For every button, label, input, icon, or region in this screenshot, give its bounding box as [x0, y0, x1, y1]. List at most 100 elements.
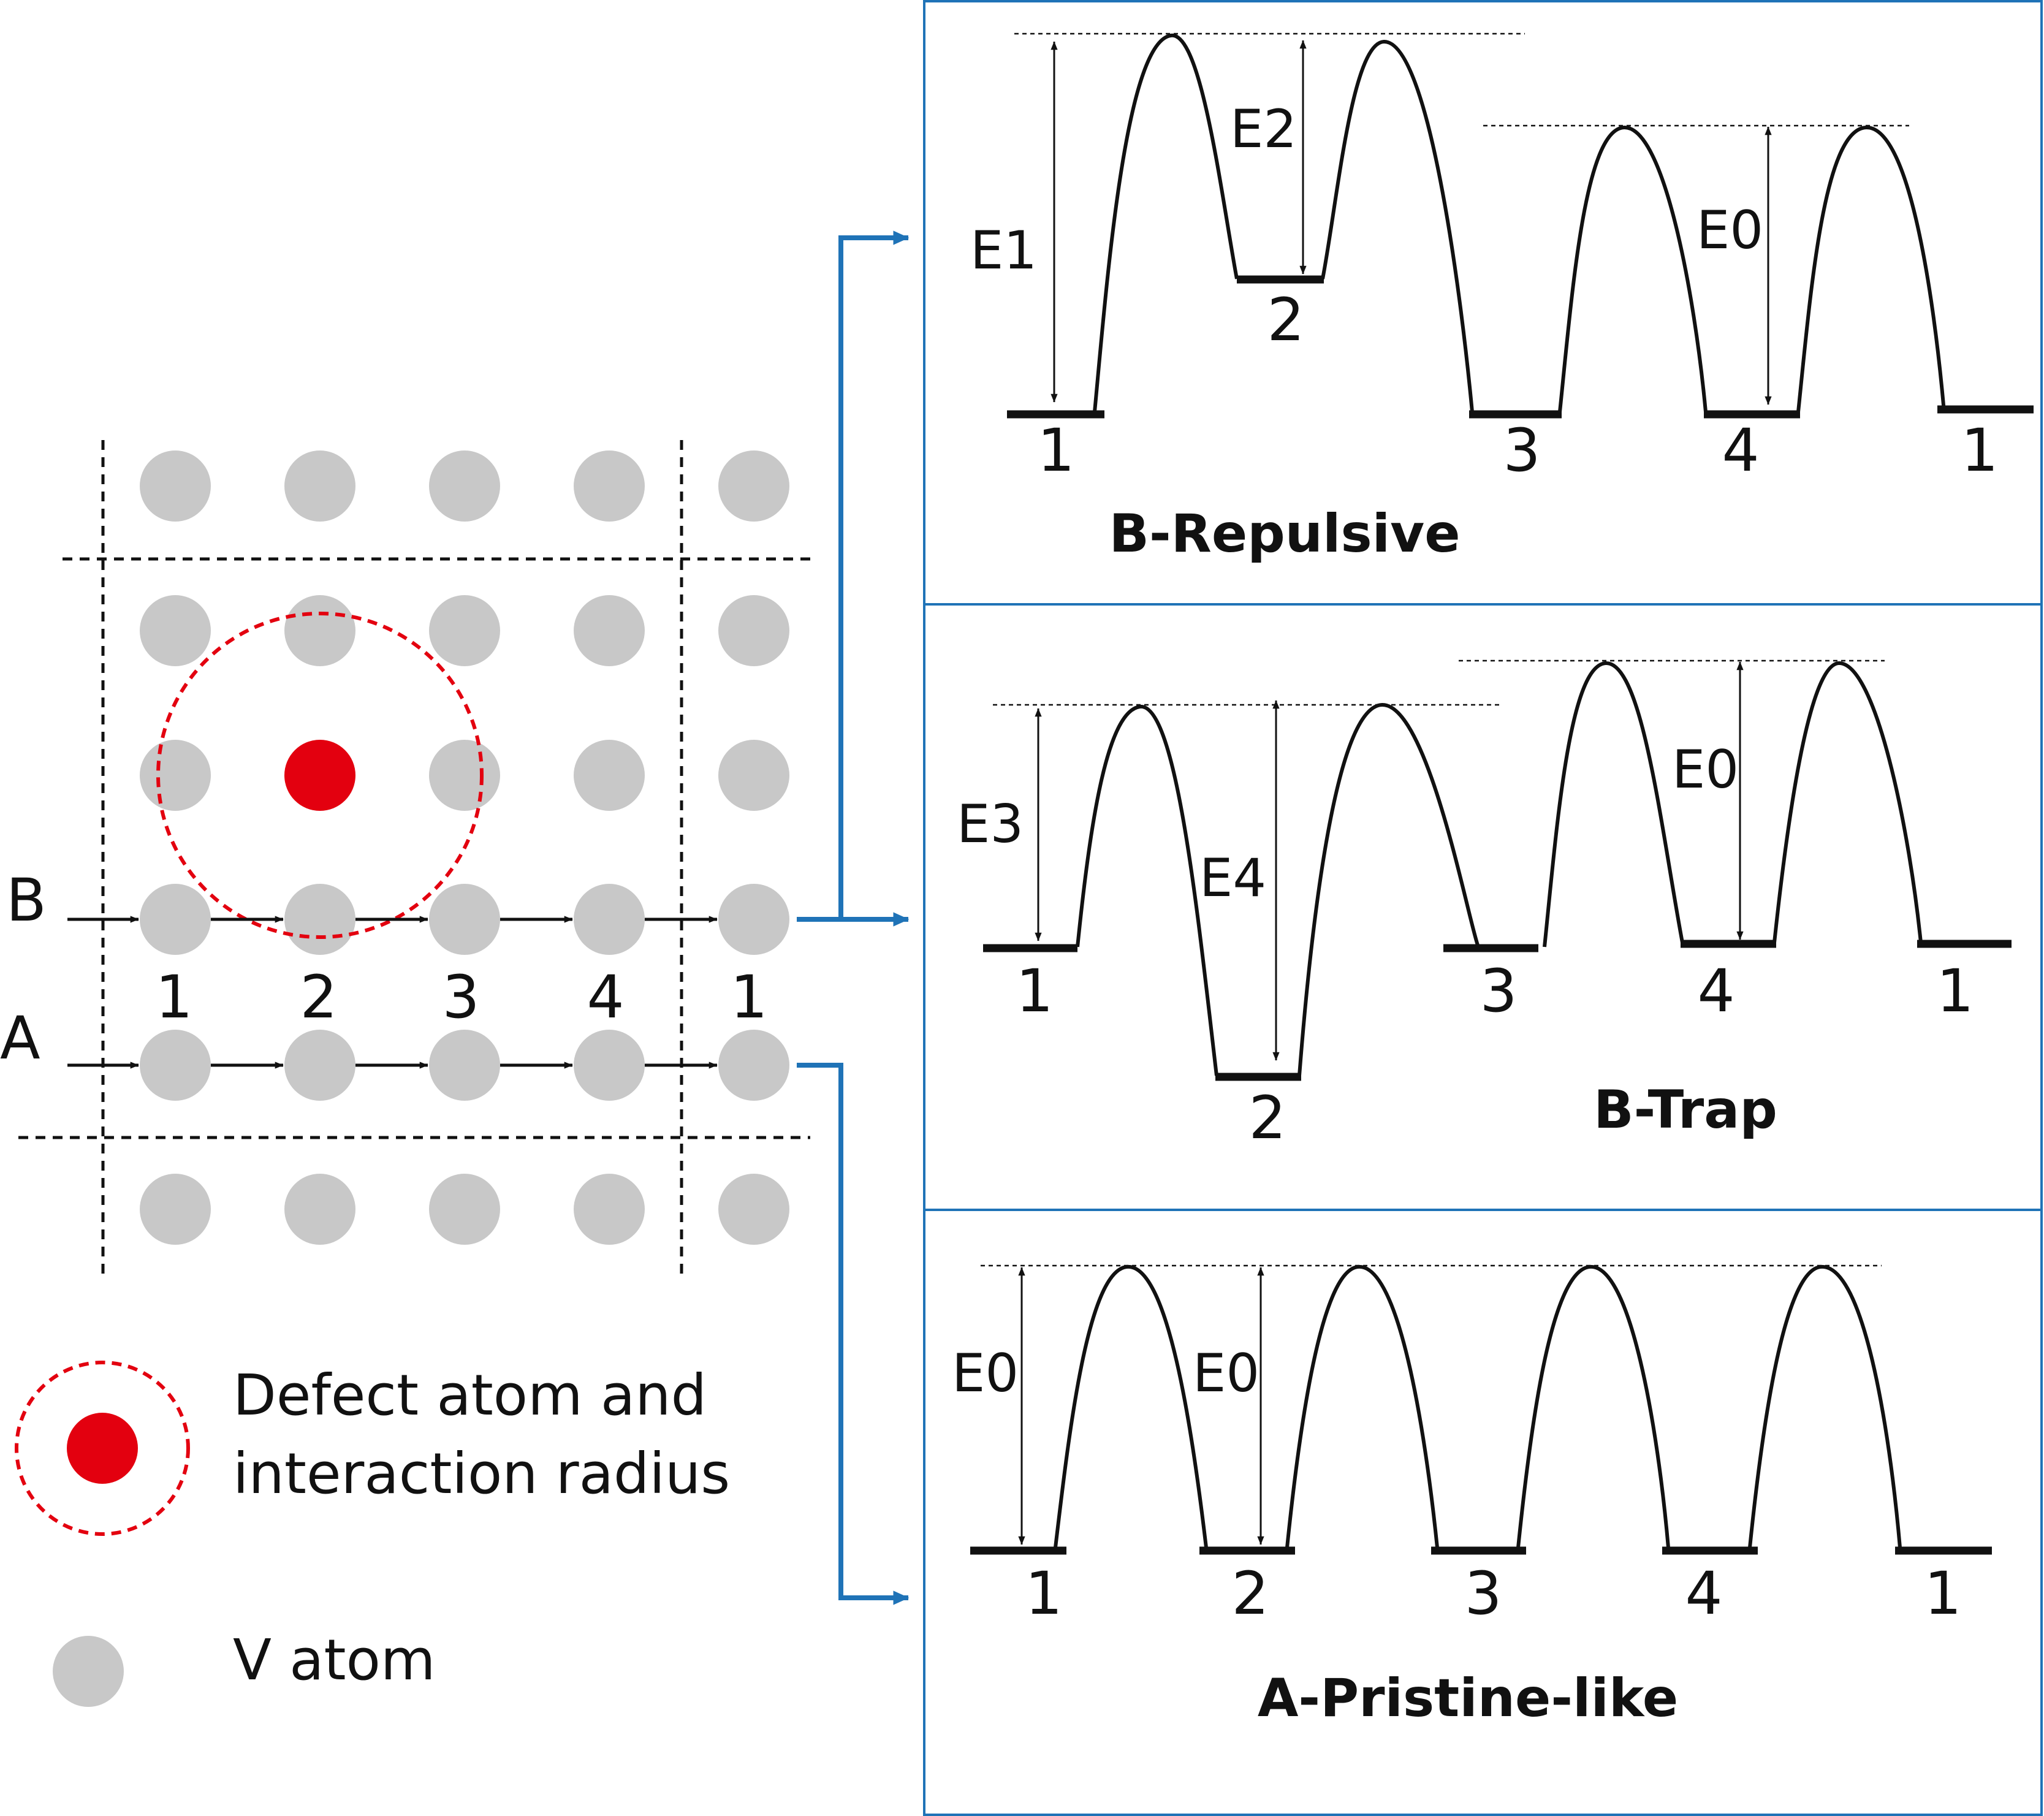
- barrier-label: E0: [1672, 739, 1739, 800]
- well-label: 3: [1480, 957, 1517, 1025]
- v-atom: [140, 595, 211, 666]
- barrier-arrows: [1018, 1267, 1264, 1545]
- barrier-arrows: [1050, 40, 1772, 405]
- well-label: 4: [1685, 1559, 1722, 1628]
- panel-b-repulsive: E1 E2 E0 1 2 3 4 1 B-Repulsive: [970, 32, 2034, 564]
- energy-curve: [1093, 33, 1946, 412]
- legend-v-atom-icon: [53, 1636, 124, 1707]
- path-a-label: A: [0, 1004, 40, 1073]
- panel-title: A-Pristine-like: [1258, 1668, 1678, 1729]
- v-atom: [574, 1174, 645, 1245]
- v-atom: [284, 884, 355, 955]
- well-labels: 1 2 3 4 1: [1025, 1559, 1961, 1628]
- energy-curve: [1076, 661, 1923, 1076]
- well-label: 4: [1697, 957, 1734, 1025]
- v-atom: [429, 1030, 500, 1101]
- v-atom-grid: [140, 450, 789, 1245]
- hop-path-arrows: [67, 916, 718, 1069]
- panel-frame-b-trap: [923, 603, 2043, 1211]
- v-atom: [140, 450, 211, 522]
- panel-frame-a-pristine: [923, 1209, 2043, 1816]
- v-atom: [574, 1030, 645, 1101]
- v-atom: [429, 740, 500, 811]
- barrier-label: E4: [1199, 848, 1266, 909]
- path-b-label: B: [6, 866, 47, 935]
- reference-lines: [1014, 32, 1909, 127]
- v-atom: [284, 450, 355, 522]
- v-atom: [718, 1030, 789, 1101]
- well-label: 3: [1464, 1559, 1502, 1628]
- v-atom: [718, 884, 789, 955]
- well-label: 1: [1924, 1559, 1961, 1628]
- well-labels: 1 2 3 4 1: [1037, 286, 1998, 485]
- barrier-label: E0: [1193, 1343, 1259, 1404]
- energy-curve: [1054, 1264, 1902, 1548]
- interaction-radius-circle: [156, 612, 484, 939]
- energy-wells: [983, 940, 2012, 1081]
- connector-to-b-repulsive: [797, 230, 910, 922]
- barrier-label: E3: [957, 794, 1024, 855]
- well-label: 1: [1025, 1559, 1062, 1628]
- panel-a-pristine: E0 E0 1 2 3 4 1 A-Pristine-like: [952, 1264, 1992, 1729]
- v-atom: [718, 740, 789, 811]
- panel-frames: [923, 0, 2043, 1816]
- connectors: [797, 230, 910, 1605]
- panel-title: B-Repulsive: [1109, 503, 1460, 564]
- legend-defect-label-line1: Defect atom and: [233, 1362, 707, 1428]
- v-atom: [140, 1174, 211, 1245]
- legend-defect-label-line2: interaction radius: [233, 1441, 730, 1506]
- v-atom: [718, 1174, 789, 1245]
- v-atom: [574, 595, 645, 666]
- energy-wells: [1007, 275, 2034, 419]
- barrier-label: E0: [1696, 200, 1763, 261]
- well-label: 2: [1231, 1559, 1269, 1628]
- well-label: 1: [1961, 416, 1998, 485]
- legend-radius-icon: [15, 1361, 190, 1536]
- v-atom: [140, 740, 211, 811]
- legend-v-atom-label: V atom: [233, 1627, 436, 1693]
- well-labels: 1 2 3 4 1: [1016, 957, 1974, 1152]
- v-atom: [718, 450, 789, 522]
- v-atom: [284, 1030, 355, 1101]
- v-atom: [429, 450, 500, 522]
- v-atom: [284, 595, 355, 666]
- barrier-arrows: [1035, 661, 1744, 1061]
- barrier-label: E1: [970, 220, 1037, 281]
- v-atom: [574, 740, 645, 811]
- barrier-label: E0: [952, 1343, 1019, 1404]
- v-atom: [284, 1174, 355, 1245]
- site-label: 1: [155, 963, 192, 1031]
- site-label: 4: [587, 963, 624, 1031]
- well-label: 3: [1503, 416, 1540, 485]
- v-atom: [718, 595, 789, 666]
- lattice: B A 1 2 3 4 1: [0, 440, 810, 1281]
- panel-title: B-Trap: [1594, 1079, 1777, 1141]
- v-atom: [574, 884, 645, 955]
- well-label: 2: [1267, 286, 1304, 354]
- v-atom: [429, 884, 500, 955]
- v-atom: [429, 595, 500, 666]
- well-label: 1: [1037, 416, 1074, 485]
- reference-lines: [993, 659, 1885, 706]
- defect-atom: [284, 740, 355, 811]
- v-atom: [140, 884, 211, 955]
- v-atom: [140, 1030, 211, 1101]
- site-label: 1: [730, 963, 767, 1031]
- barrier-label: E2: [1230, 99, 1297, 160]
- well-label: 2: [1248, 1084, 1286, 1152]
- v-atom: [574, 450, 645, 522]
- site-label: 3: [442, 963, 479, 1031]
- well-label: 4: [1722, 416, 1759, 485]
- site-label: 2: [300, 963, 337, 1031]
- well-label: 1: [1016, 957, 1053, 1025]
- legend: Defect atom and interaction radius V ato…: [15, 1361, 730, 1707]
- site-labels: 1 2 3 4 1: [155, 963, 767, 1031]
- connector-to-a-pristine: [797, 1063, 910, 1605]
- panel-frame-b-repulsive: [923, 0, 2043, 606]
- well-label: 1: [1936, 957, 1974, 1025]
- v-atom: [429, 1174, 500, 1245]
- legend-defect-icon: [67, 1413, 138, 1484]
- panel-b-trap: E3 E4 E0 1 2 3 4 1 B-Trap: [957, 659, 2012, 1152]
- cell-boundary-lines: [18, 440, 810, 1281]
